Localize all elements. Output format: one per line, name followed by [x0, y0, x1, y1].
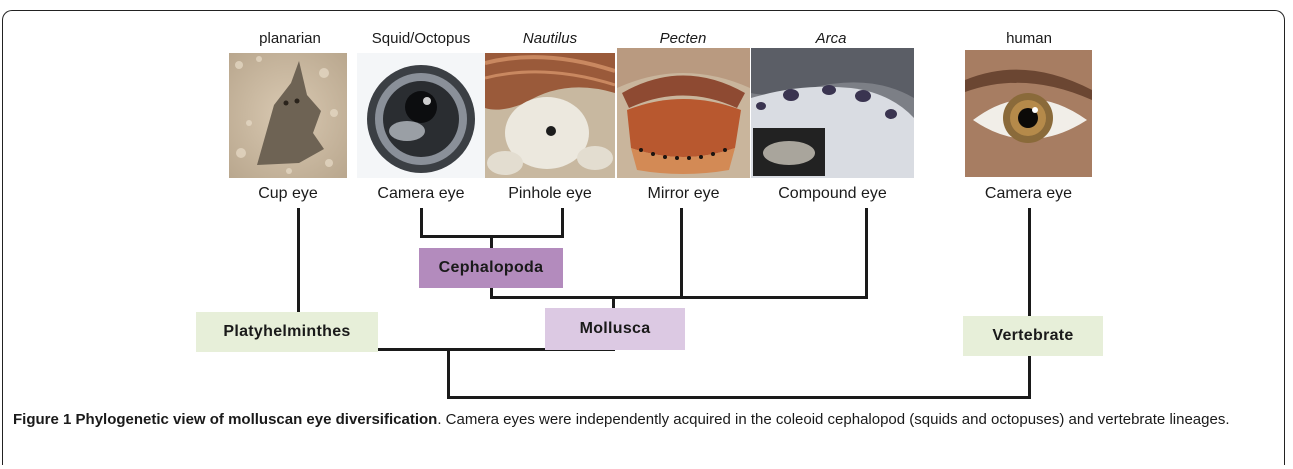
branch-root-join [447, 396, 1031, 399]
eye-type-nautilus: Pinhole eye [485, 184, 615, 204]
organism-name-planarian: planarian [235, 30, 345, 48]
taxon-cephalopoda: Cephalopoda [419, 248, 563, 288]
branch-squid [420, 208, 423, 238]
branch-nautilus [561, 208, 564, 238]
eye-type-pecten: Mirror eye [617, 184, 750, 204]
branch-pecten [680, 208, 683, 298]
organism-name-squid-octopus: Squid/Octopus [358, 30, 484, 48]
caption-title: Phylogenetic view of molluscan eye diver… [76, 411, 438, 428]
organism-name-arca: Arca [750, 30, 912, 48]
taxon-platyhelminthes: Platyhelminthes [196, 312, 378, 352]
taxon-mollusca: Mollusca [545, 308, 685, 350]
pecten-photo [617, 48, 750, 178]
organism-name-pecten: Pecten [617, 30, 749, 48]
human-eye-photo [965, 50, 1092, 177]
branch-arca [865, 208, 868, 298]
organism-name-nautilus: Nautilus [486, 30, 614, 48]
branch-mollusca-join [490, 296, 868, 299]
taxon-vertebrate: Vertebrate [963, 316, 1103, 356]
planarian-photo [229, 53, 347, 178]
nautilus-photo [485, 53, 615, 178]
eye-type-squid-octopus: Camera eye [357, 184, 485, 204]
eye-type-planarian: Cup eye [229, 184, 347, 204]
arca-photo [751, 48, 914, 178]
eye-type-human: Camera eye [965, 184, 1092, 204]
caption-text: . Camera eyes were independently acquire… [437, 411, 1229, 428]
caption-label: Figure 1 [13, 411, 71, 428]
branch-protostome-stem [447, 349, 450, 399]
organism-name-human: human [966, 30, 1092, 48]
phylogeny-figure: planarian Squid/Octopus Nautilus Pecten … [0, 0, 1293, 400]
branch-human [1028, 208, 1031, 399]
eye-type-arca: Compound eye [751, 184, 914, 204]
squid-octopus-photo [357, 53, 485, 178]
figure-caption: Figure 1 Phylogenetic view of molluscan … [13, 409, 1278, 431]
